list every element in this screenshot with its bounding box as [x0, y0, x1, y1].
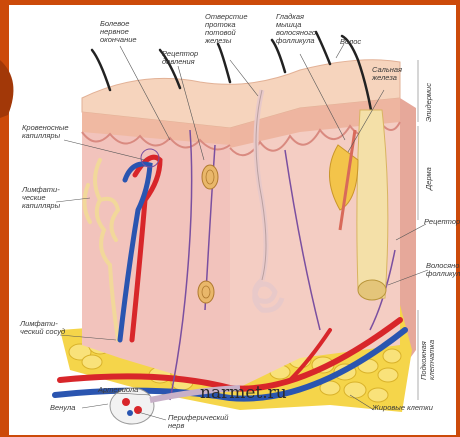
- label-layer-epidermis: Эпидермис: [424, 83, 433, 122]
- label-arteriole: Артериола: [98, 386, 138, 394]
- label-pressure-receptor: Рецептор давления: [162, 50, 198, 66]
- label-hair: Волос: [340, 38, 361, 46]
- label-lymph-capillaries: Лимфати- ческие капилляры: [22, 186, 60, 210]
- label-lymph-vessel: Лимфати- ческий сосуд: [20, 320, 65, 336]
- label-layer-subcutaneous: Подкожная клетчатка: [420, 340, 436, 380]
- label-smooth-muscle: Гладкая мышца волосяного фолликула: [276, 13, 316, 45]
- watermark-text: narmet.ru: [200, 383, 287, 403]
- label-sebaceous-gland: Сальная железа: [372, 66, 402, 82]
- label-pain-nerve-ending: Болевое нервное окончание: [100, 20, 137, 44]
- label-hair-follicle: Волосяной фолликул: [426, 262, 460, 278]
- label-sweat-duct-opening: Отверстие протока потовой железы: [205, 13, 248, 45]
- label-fat-cells: Жировые клетки: [372, 404, 433, 412]
- label-venule: Венула: [50, 404, 75, 412]
- label-peripheral-nerve: Периферический нерв: [168, 414, 228, 430]
- label-receptor: Рецептор: [424, 218, 460, 226]
- label-layer-dermis: Дерма: [424, 167, 433, 190]
- label-blood-capillaries: Кровеносные капилляры: [22, 124, 69, 140]
